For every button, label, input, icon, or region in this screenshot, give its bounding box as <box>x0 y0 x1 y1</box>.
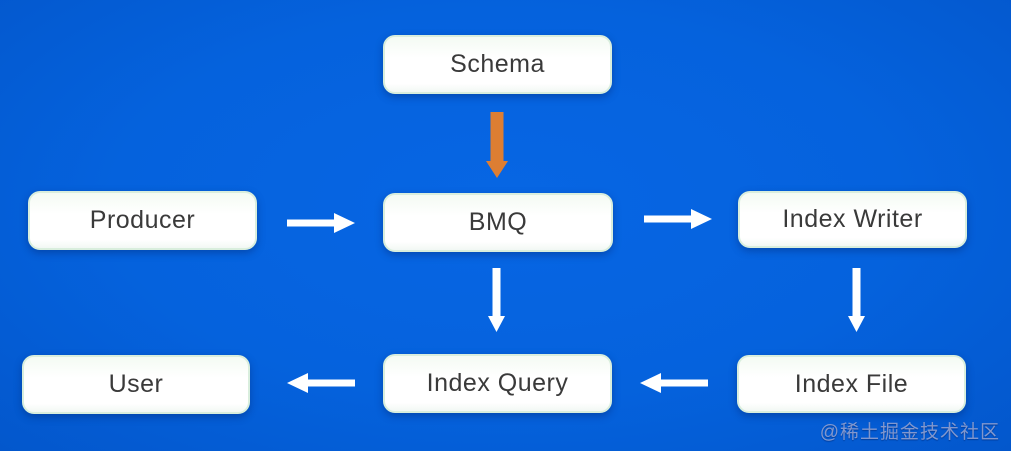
node-producer: Producer <box>28 191 257 250</box>
node-schema: Schema <box>383 35 612 94</box>
node-index-file-label: Index File <box>794 369 909 398</box>
node-index-query: Index Query <box>383 354 612 413</box>
node-producer-label: Producer <box>89 206 196 234</box>
arrow-bmq-to-index-query-icon <box>488 268 505 332</box>
node-user: User <box>22 355 250 414</box>
node-index-writer: Index Writer <box>738 191 967 248</box>
node-bmq: BMQ <box>383 193 613 252</box>
node-index-query-label: Index Query <box>426 369 569 397</box>
arrow-index-query-to-user-icon <box>287 371 355 395</box>
arrow-index-writer-to-index-file-icon <box>848 268 865 332</box>
arrow-producer-to-bmq-icon <box>287 211 355 235</box>
arrow-schema-to-bmq-icon <box>486 112 508 178</box>
node-user-label: User <box>108 370 164 398</box>
node-index-file: Index File <box>737 355 966 413</box>
node-schema-label: Schema <box>450 50 545 78</box>
watermark-text: @稀土掘金技术社区 <box>819 422 1000 443</box>
arrow-bmq-to-index-writer-icon <box>644 207 712 231</box>
node-index-writer-label: Index Writer <box>782 205 923 233</box>
node-bmq-label: BMQ <box>468 208 528 236</box>
arrow-index-file-to-index-query-icon <box>640 371 708 395</box>
